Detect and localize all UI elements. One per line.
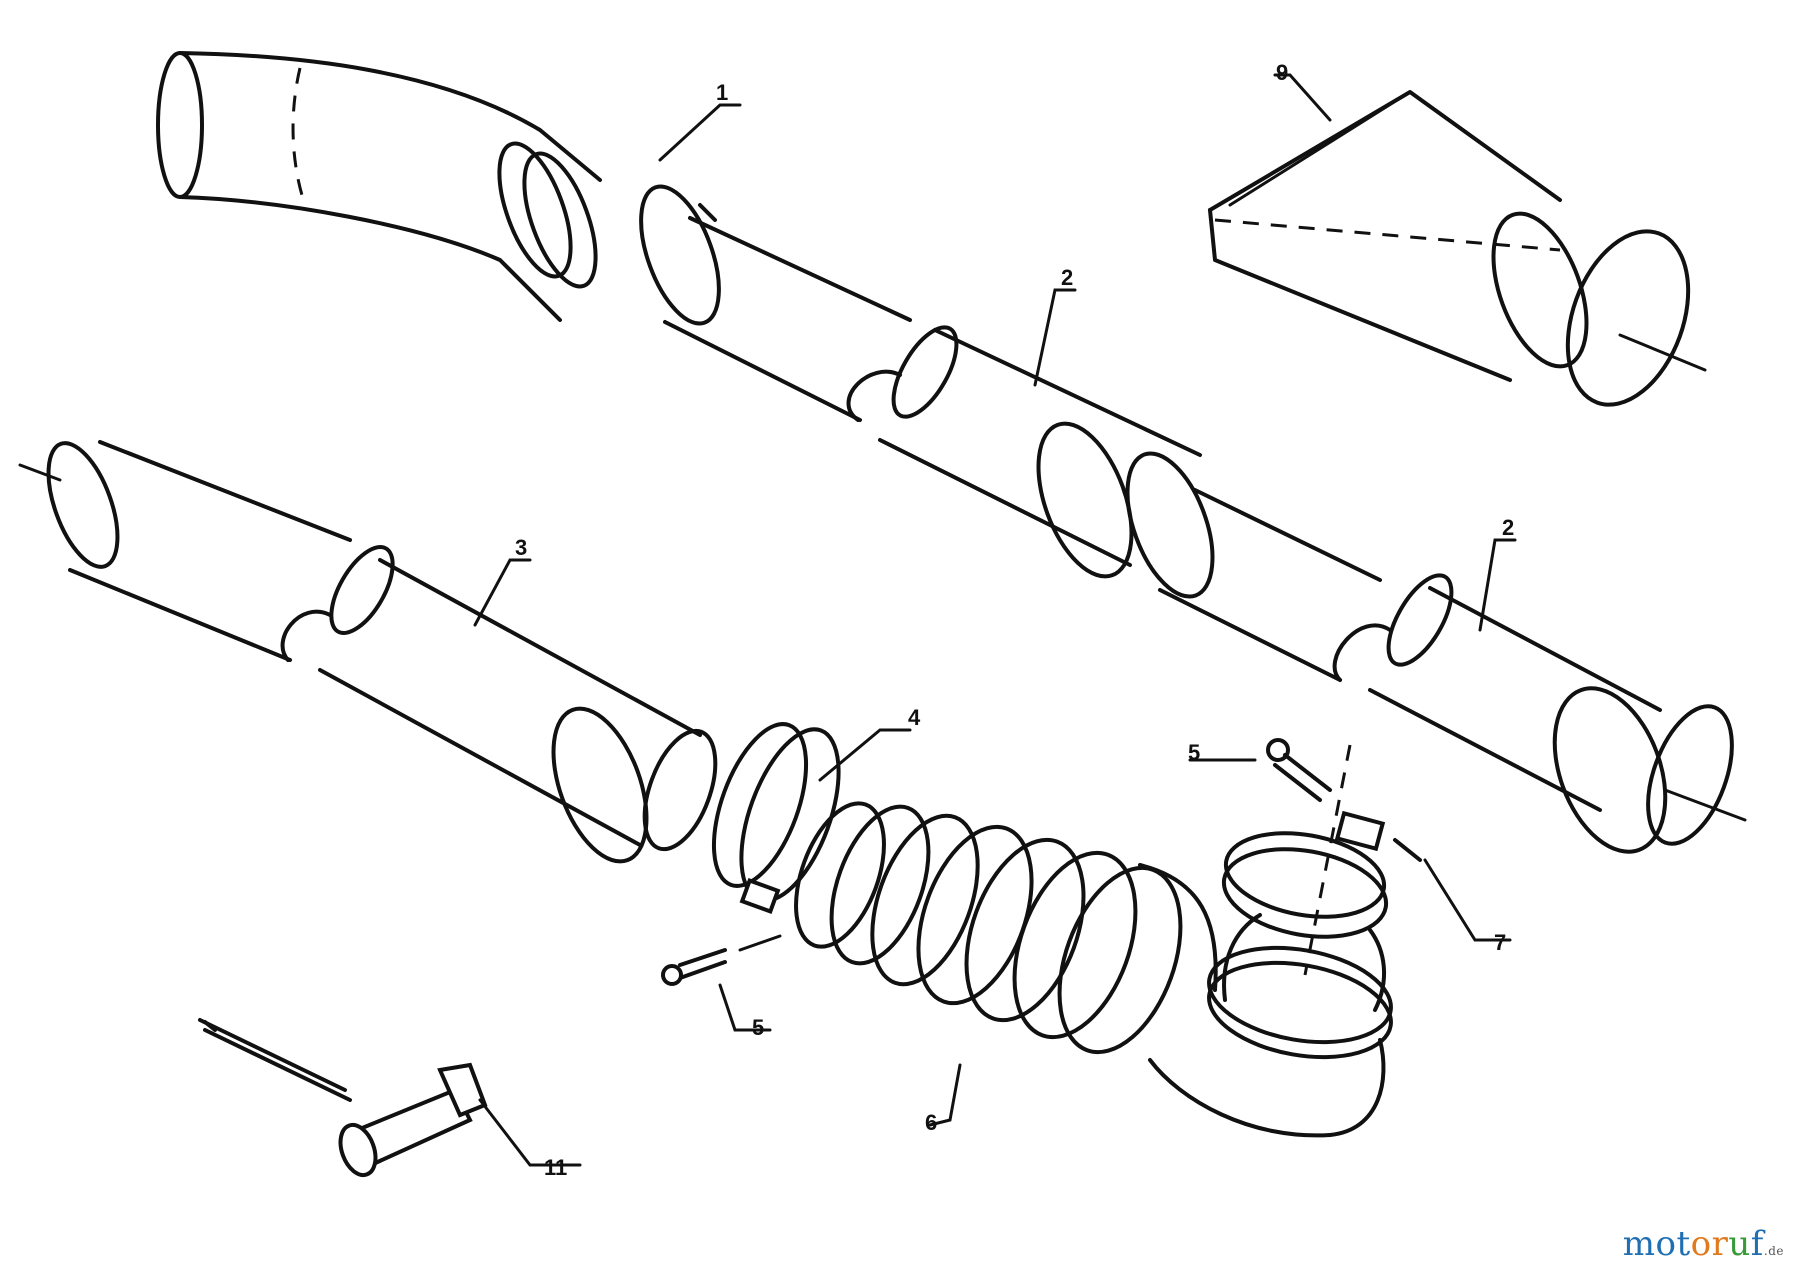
part-1-curved-tube	[156, 51, 721, 326]
callout-9: 9	[1276, 60, 1288, 85]
part-4-clamp	[711, 722, 841, 915]
watermark-part-2: or	[1690, 1224, 1729, 1264]
callout-2-right: 2	[1502, 515, 1514, 540]
watermark-part-4: f	[1750, 1224, 1764, 1264]
part-11-wrench	[198, 1018, 488, 1178]
callout-2-upper: 2	[1061, 265, 1073, 290]
callout-5-lower: 5	[752, 1015, 764, 1040]
callout-numbers: 1 2 2 3 4 5 5 6 7 9 11	[515, 60, 1514, 1180]
watermark-part-1: mot	[1622, 1224, 1691, 1264]
watermark-tld: .de	[1763, 1244, 1784, 1258]
callout-11: 11	[544, 1155, 567, 1180]
callout-3: 3	[515, 535, 527, 560]
callout-4: 4	[908, 705, 921, 730]
part-5-bolt-upper	[1266, 738, 1332, 802]
part-9-nozzle	[1208, 90, 1707, 407]
part-5-bolt-lower	[661, 934, 782, 986]
callout-6: 6	[925, 1110, 937, 1135]
part-2-straight-tube-upper	[663, 216, 1747, 854]
callout-leaders	[473, 73, 1517, 1167]
part-6-flex-hose	[794, 801, 1393, 1138]
watermark-logo: motoruf.de	[1623, 1224, 1784, 1264]
watermark-part-3: u	[1728, 1224, 1751, 1264]
callout-7: 7	[1494, 930, 1506, 955]
callout-5-upper: 5	[1188, 740, 1200, 765]
part-7-clamp	[1221, 744, 1422, 976]
callout-1: 1	[716, 80, 728, 105]
part-3-straight-tube-lower	[18, 440, 718, 864]
